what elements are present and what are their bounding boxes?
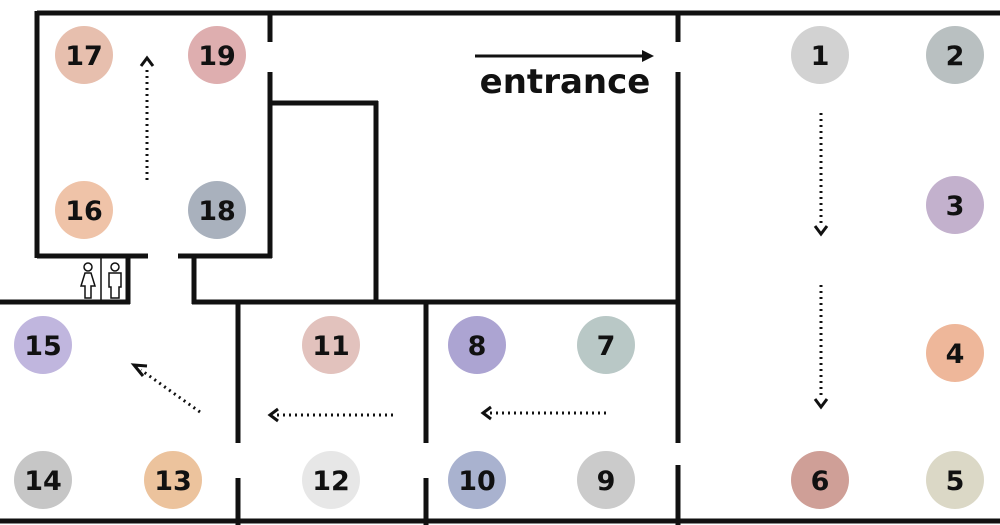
station-circle (926, 26, 984, 84)
station-16: 16 (55, 181, 113, 239)
restroom (79, 258, 122, 300)
station-circle (144, 451, 202, 509)
station-12: 12 (302, 451, 360, 509)
station-number: 17 (65, 41, 103, 72)
station-number: 3 (946, 191, 965, 222)
station-7: 7 (577, 316, 635, 374)
station-3: 3 (926, 176, 984, 234)
station-9: 9 (577, 451, 635, 509)
arrow-down-lower (813, 285, 829, 410)
station-circle (302, 316, 360, 374)
station-number: 2 (946, 41, 965, 72)
station-number: 6 (811, 466, 830, 497)
station-number: 18 (198, 196, 236, 227)
station-circle (791, 26, 849, 84)
station-circle (448, 316, 506, 374)
station-4: 4 (926, 324, 984, 382)
arrow-left-middle-room (267, 407, 393, 423)
station-circle (926, 451, 984, 509)
station-18: 18 (188, 181, 246, 239)
station-circle (14, 451, 72, 509)
station-17: 17 (55, 26, 113, 84)
station-number: 8 (468, 331, 487, 362)
station-circle (55, 26, 113, 84)
arrow-diagonal-left-room (130, 363, 201, 414)
station-number: 15 (24, 331, 62, 362)
arrow-down-upper (813, 113, 829, 237)
station-number: 12 (312, 466, 350, 497)
station-number: 9 (597, 466, 616, 497)
station-circle (926, 324, 984, 382)
station-circle (448, 451, 506, 509)
station-circle (55, 181, 113, 239)
station-circle (577, 316, 635, 374)
station-8: 8 (448, 316, 506, 374)
station-number: 13 (154, 466, 192, 497)
station-circle (188, 181, 246, 239)
arrow-up-top-room (139, 55, 155, 180)
station-circle (577, 451, 635, 509)
man-icon (108, 262, 122, 299)
station-circle (188, 26, 246, 84)
station-circle (926, 176, 984, 234)
station-circle (14, 316, 72, 374)
station-number: 4 (946, 339, 965, 370)
station-number: 5 (946, 466, 965, 497)
station-number: 11 (312, 331, 350, 362)
station-circle (302, 451, 360, 509)
station-14: 14 (14, 451, 72, 509)
station-circle (791, 451, 849, 509)
station-2: 2 (926, 26, 984, 84)
station-number: 10 (458, 466, 496, 497)
entrance: entrance (475, 50, 654, 102)
walls (0, 10, 1000, 525)
station-13: 13 (144, 451, 202, 509)
station-number: 14 (24, 466, 62, 497)
station-15: 15 (14, 316, 72, 374)
station-number: 19 (198, 41, 236, 72)
entrance-label: entrance (480, 62, 651, 102)
station-number: 7 (597, 331, 616, 362)
station-number: 1 (811, 41, 830, 72)
station-number: 16 (65, 196, 103, 227)
station-6: 6 (791, 451, 849, 509)
station-1: 1 (791, 26, 849, 84)
station-11: 11 (302, 316, 360, 374)
station-19: 19 (188, 26, 246, 84)
station-10: 10 (448, 451, 506, 509)
arrow-left-right-room (480, 405, 606, 421)
woman-icon (79, 262, 97, 299)
station-5: 5 (926, 451, 984, 509)
route-arrows (130, 55, 829, 423)
